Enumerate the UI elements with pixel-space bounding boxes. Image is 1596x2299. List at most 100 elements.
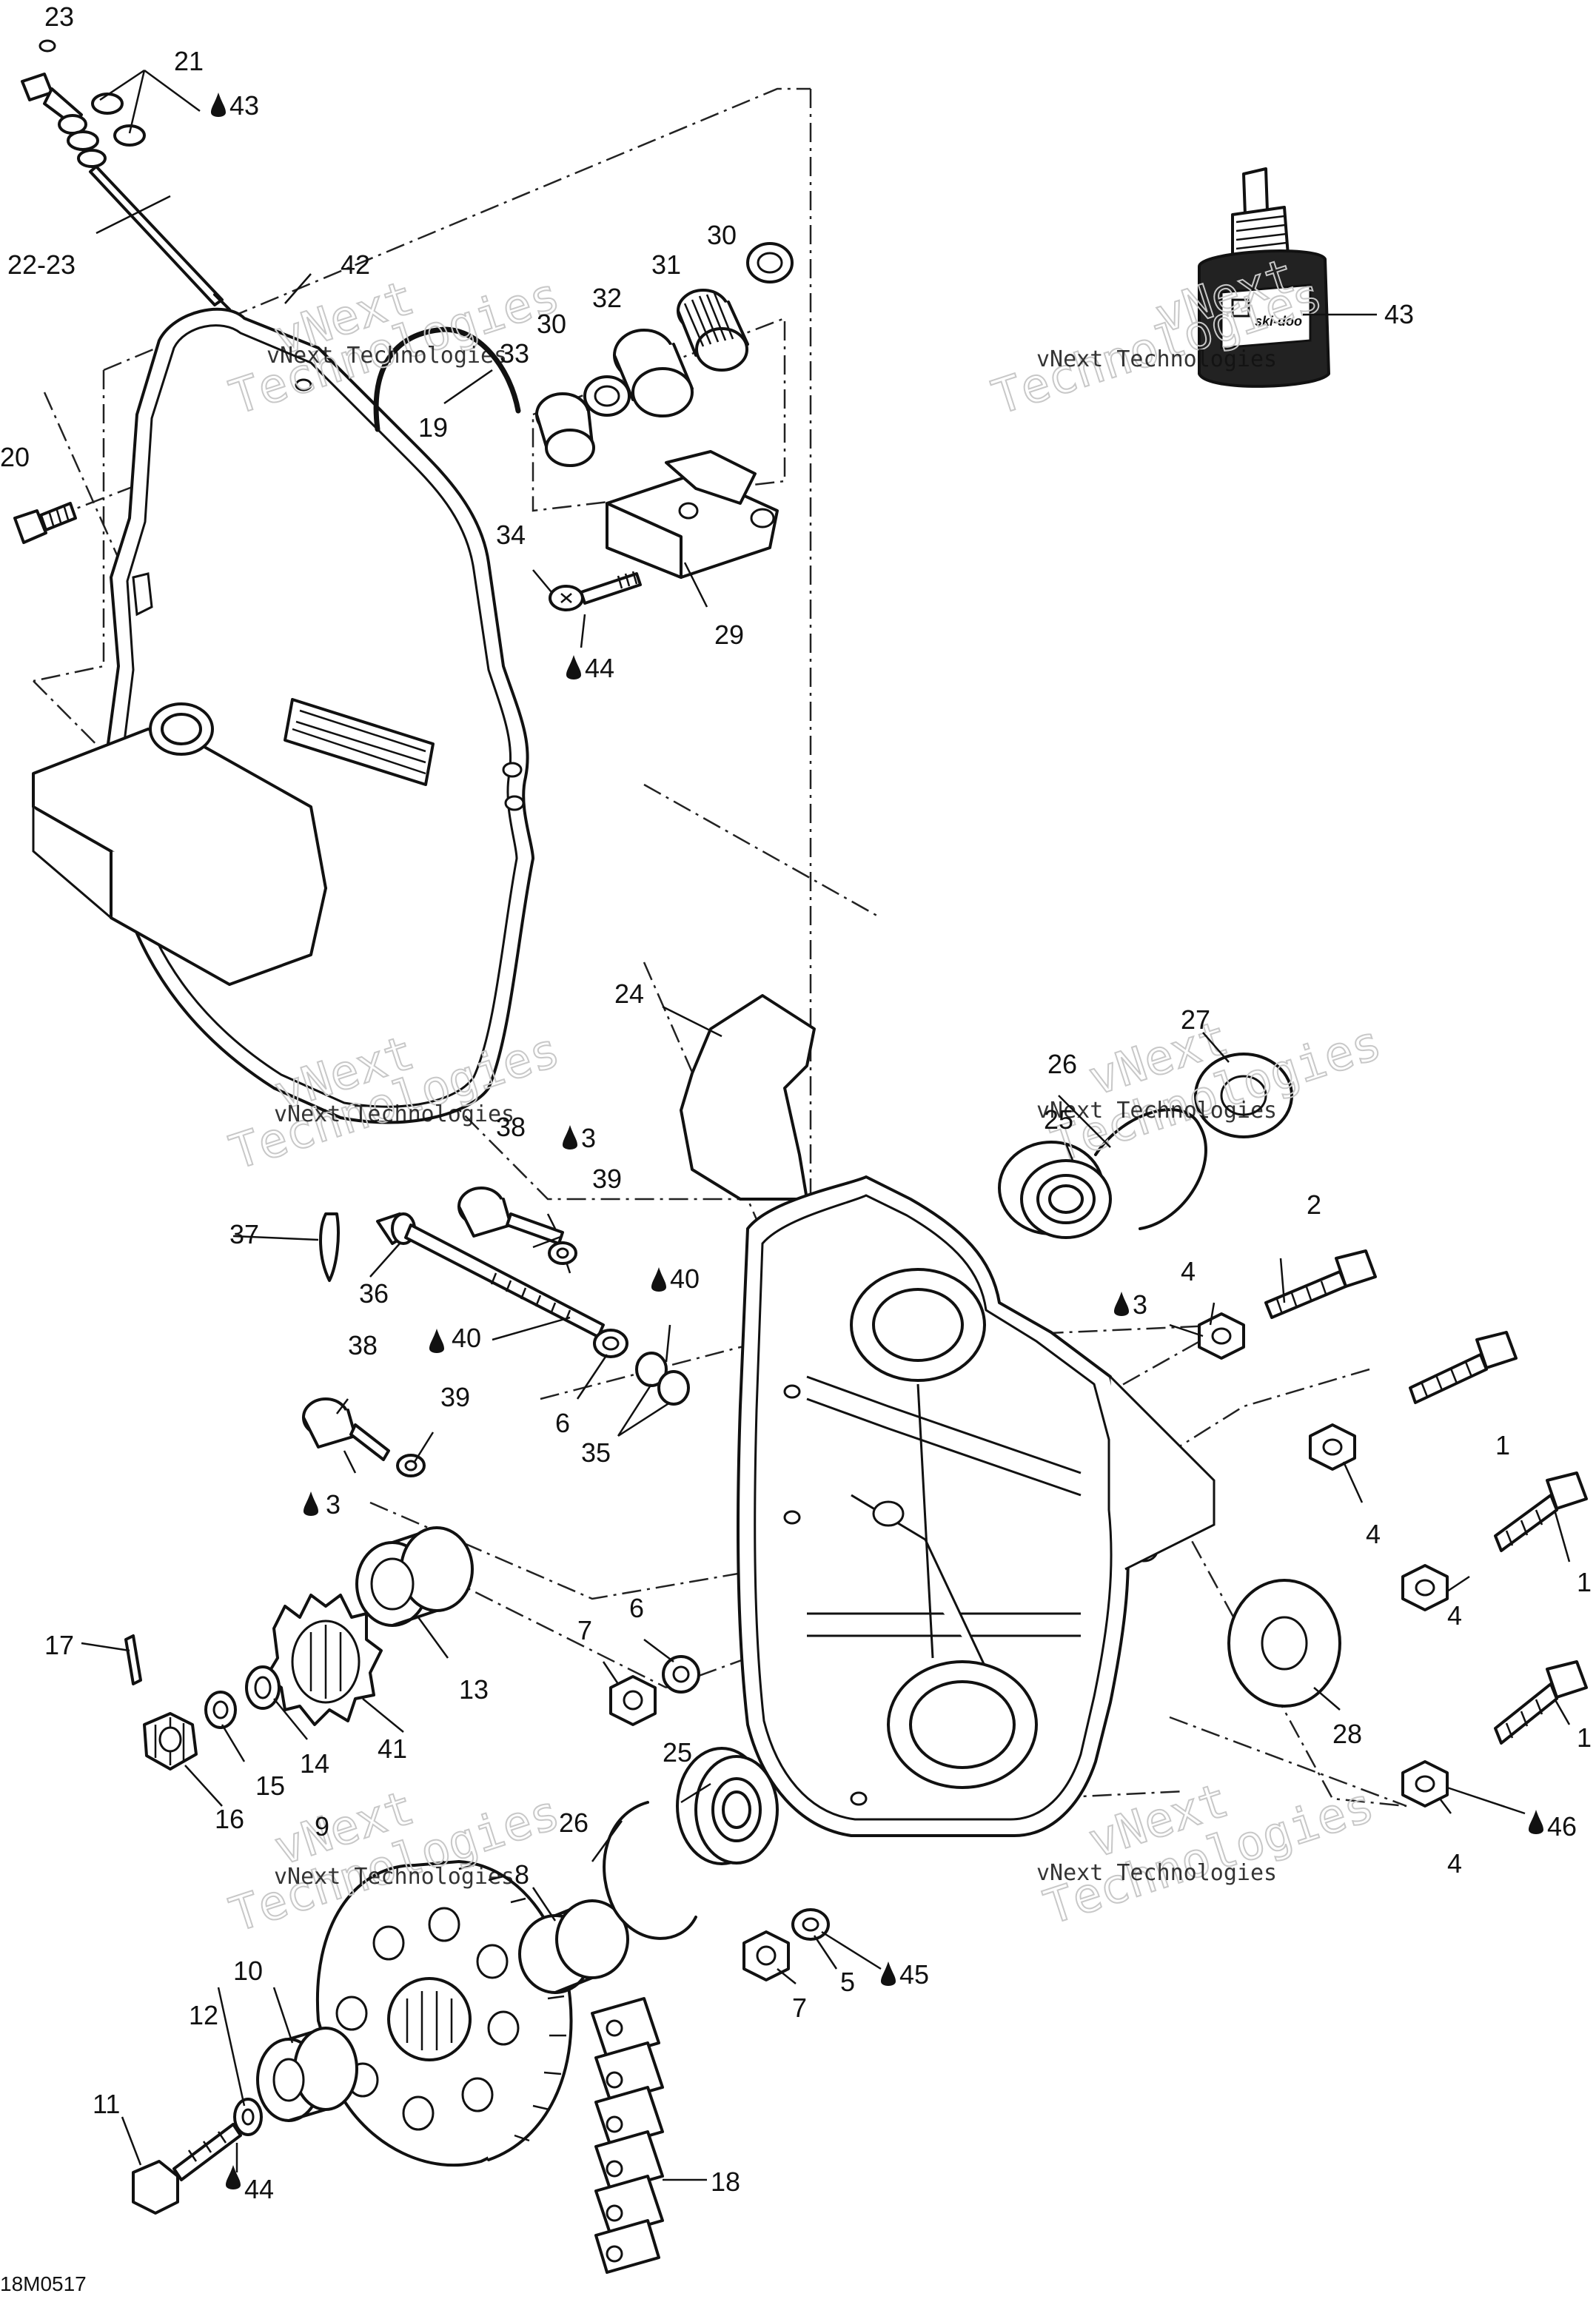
watermark-text-4: vNext Technologies xyxy=(1036,1098,1277,1124)
washer-6b xyxy=(662,1655,700,1694)
callout-19: 19 xyxy=(418,412,448,443)
callout-6-lower: 6 xyxy=(629,1593,644,1623)
callout-34: 34 xyxy=(496,520,526,550)
callout-24: 24 xyxy=(614,979,644,1009)
callout-10: 10 xyxy=(233,1956,263,1986)
callout-labels: 23 21 43 22-23 42 30 31 32 30 33 19 20 3… xyxy=(0,1,1592,2204)
bolt-2 xyxy=(1264,1249,1377,1319)
screw-38b xyxy=(302,1397,390,1461)
callout-2: 2 xyxy=(1307,1189,1321,1220)
callout-38-top: 38 xyxy=(496,1112,526,1142)
drop-icon xyxy=(211,93,226,117)
callout-44-bottom: 44 xyxy=(244,2174,274,2204)
callout-25-bottom: 25 xyxy=(663,1737,692,1768)
callout-39: 39 xyxy=(440,1382,470,1412)
screw-38a xyxy=(457,1187,564,1245)
callout-17: 17 xyxy=(44,1630,74,1660)
callout-4-top: 4 xyxy=(1181,1256,1196,1286)
callout-9: 9 xyxy=(315,1811,329,1842)
callout-1-top: 1 xyxy=(1495,1430,1510,1460)
dipstick-assembly xyxy=(21,39,231,311)
watermark-text-5: vNext Technologies xyxy=(274,1864,514,1890)
callout-3-top: 3 xyxy=(581,1123,596,1153)
callout-4-second: 4 xyxy=(1366,1519,1381,1549)
adjuster-bolt xyxy=(376,1212,605,1338)
callout-26-bottom: 26 xyxy=(559,1808,589,1838)
callout-29: 29 xyxy=(714,620,744,650)
callout-38: 38 xyxy=(348,1330,378,1360)
drop-icon xyxy=(304,1491,318,1516)
washer-6a xyxy=(593,1329,628,1358)
watermark-text-6: vNext Technologies xyxy=(1036,1860,1277,1886)
bolt-11 xyxy=(132,2123,242,2215)
drop-icon xyxy=(1114,1292,1129,1316)
callout-37: 37 xyxy=(229,1219,259,1249)
callout-20: 20 xyxy=(0,442,30,472)
small-sprocket-41 xyxy=(265,1594,383,1726)
callout-1-mid: 1 xyxy=(1577,1567,1592,1597)
chaincase-housing xyxy=(680,994,1216,1837)
lower-shim xyxy=(1227,1579,1341,1708)
callout-30: 30 xyxy=(537,309,566,339)
callout-7-lower: 7 xyxy=(792,1993,807,2023)
tensioner-bushing xyxy=(535,392,595,467)
tensioner-screw xyxy=(549,571,642,611)
upper-circlip xyxy=(1094,1108,1207,1230)
spacer-8 xyxy=(518,1899,629,1994)
chaincase-cover xyxy=(32,307,534,1124)
callout-30-top: 30 xyxy=(707,220,737,250)
callout-15: 15 xyxy=(255,1771,285,1801)
watermark-text-2: vNext Technologies xyxy=(1036,346,1277,372)
callout-6-upper: 6 xyxy=(555,1408,570,1438)
callout-43-top: 43 xyxy=(229,90,259,121)
needle-bearing xyxy=(677,289,749,372)
callout-3-right: 3 xyxy=(1133,1289,1147,1320)
drop-icon xyxy=(881,1961,896,1986)
callout-40-left: 40 xyxy=(452,1323,481,1353)
callout-42: 42 xyxy=(341,249,370,280)
bolt-1c xyxy=(1494,1660,1588,1745)
washer-5 xyxy=(791,1908,830,1941)
callout-36: 36 xyxy=(359,1278,389,1309)
tensioner-washer xyxy=(583,375,631,417)
callout-26-top: 26 xyxy=(1047,1049,1077,1079)
watermark-text-1: vNext Technologies xyxy=(266,343,507,369)
callout-31: 31 xyxy=(651,249,681,280)
diagram-code: 18M0517 xyxy=(0,2272,87,2295)
spacer-13 xyxy=(355,1526,474,1627)
drop-icon xyxy=(1529,1810,1543,1834)
washer-39a xyxy=(548,1241,577,1265)
callout-43: 43 xyxy=(1384,299,1414,329)
callout-25-top: 25 xyxy=(1044,1104,1073,1135)
callout-39-top: 39 xyxy=(592,1164,622,1194)
retaining-wire xyxy=(373,326,521,432)
callout-14: 14 xyxy=(300,1748,329,1779)
bolt-1b xyxy=(1494,1471,1588,1552)
tensioner-bearing xyxy=(613,329,694,417)
nut-4b xyxy=(1309,1423,1356,1471)
washer-14 xyxy=(245,1665,281,1710)
threadlocker-bottle: ski-doo xyxy=(1198,167,1330,388)
callout-23: 23 xyxy=(44,1,74,32)
tensioner-block xyxy=(606,450,779,579)
spacer-10 xyxy=(256,2027,358,2122)
callout-12: 12 xyxy=(189,2000,218,2030)
bolt-1a xyxy=(1409,1331,1518,1404)
drop-icon xyxy=(429,1329,444,1353)
callout-18: 18 xyxy=(711,2167,740,2197)
callout-13: 13 xyxy=(459,1674,489,1705)
nut-4c xyxy=(1401,1564,1449,1611)
drive-chain xyxy=(591,1997,664,2274)
callout-41: 41 xyxy=(378,1734,407,1764)
callout-11: 11 xyxy=(93,2089,120,2119)
washer-15 xyxy=(204,1691,237,1729)
cotter-pin-17 xyxy=(124,1634,142,1685)
bottle-label: ski-doo xyxy=(1255,314,1302,329)
callout-40-right: 40 xyxy=(670,1263,700,1294)
jam-nuts-35 xyxy=(635,1352,690,1406)
nut-7a xyxy=(609,1675,657,1726)
callout-46: 46 xyxy=(1547,1811,1577,1842)
callout-32: 32 xyxy=(592,283,622,313)
nut-7b xyxy=(742,1930,790,1981)
